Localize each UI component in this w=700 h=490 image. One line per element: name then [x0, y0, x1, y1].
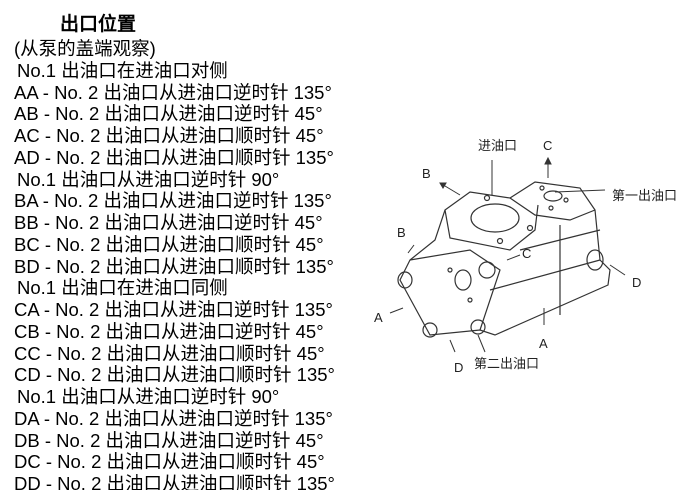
list-item: BA - No. 2 出油口从进油口逆时针 135° [14, 190, 332, 212]
label-c-mid: C [522, 246, 531, 261]
list-item: CC - No. 2 出油口从进油口顺时针 45° [14, 342, 325, 364]
group-header: No.1 出油口从进油口逆时针 90° [17, 386, 280, 407]
list-item: BB - No. 2 出油口从进油口逆时针 45° [14, 212, 323, 233]
list-item: CA - No. 2 出油口从进油口逆时针 135° [14, 299, 333, 320]
group-header: No.1 出油口从进油口逆时针 90° [17, 168, 280, 190]
label-c-top: C [543, 138, 552, 153]
label-b-top: B [422, 166, 431, 181]
list-item: CB - No. 2 出油口从进油口逆时针 45° [14, 320, 324, 342]
outlet2-label: 第二出油口 [474, 356, 539, 371]
list-item: AC - No. 2 出油口从进油口顺时针 45° [14, 125, 324, 146]
list-item: AB - No. 2 出油口从进油口逆时针 45° [14, 103, 323, 125]
label-a-left: A [374, 310, 383, 325]
pump-diagram: 进油口 C B 第一出油口 B C D A A D 第二出油口 [374, 138, 677, 375]
label-b-left: B [397, 225, 406, 240]
list-item: DD - No. 2 出油口从进油口顺时针 135° [14, 473, 335, 490]
port-position-list: (从泵的盖端观察) No.1 出油口在进油口对侧 AA - No. 2 出油口从… [14, 38, 335, 490]
list-item: AA - No. 2 出油口从进油口逆时针 135° [14, 81, 332, 103]
label-d-right: D [632, 275, 641, 290]
list-item: CD - No. 2 出油口从进油口顺时针 135° [14, 364, 335, 386]
pump-body-drawing [397, 181, 611, 338]
label-a-bottom: A [539, 336, 548, 351]
direction-arrows [389, 156, 626, 353]
list-item: BD - No. 2 出油口从进油口顺时针 135° [14, 255, 334, 277]
list-item: BC - No. 2 出油口从进油口顺时针 45° [14, 233, 324, 255]
inlet-label: 进油口 [478, 138, 517, 153]
group-header: No.1 出油口在进油口同侧 [17, 277, 228, 299]
page-title: 出口位置 [60, 14, 137, 35]
list-item: AD - No. 2 出油口从进油口顺时针 135° [14, 146, 334, 168]
subtitle: (从泵的盖端观察) [14, 38, 156, 59]
list-item: DA - No. 2 出油口从进油口逆时针 135° [14, 407, 333, 429]
list-item: DB - No. 2 出油口从进油口逆时针 45° [14, 429, 324, 451]
label-d-bottom: D [454, 360, 463, 375]
list-item: DC - No. 2 出油口从进油口顺时针 45° [14, 451, 325, 473]
outlet1-label: 第一出油口 [612, 188, 677, 203]
group-header: No.1 出油口在进油口对侧 [17, 59, 228, 81]
